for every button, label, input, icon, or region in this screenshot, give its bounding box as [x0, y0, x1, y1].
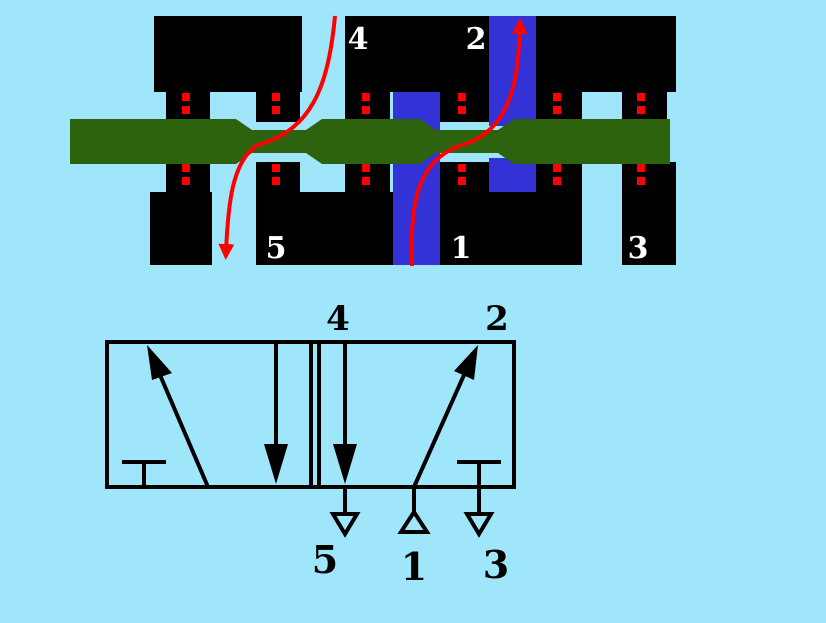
exhaust-5-triangle [329, 512, 361, 538]
section-port-3-label: 3 [628, 231, 649, 266]
seal-mark [637, 93, 645, 101]
seal-mark [458, 106, 466, 114]
seal-mark [553, 164, 561, 172]
flow-arrow-1-to-2 [409, 18, 528, 267]
left-down-arrow-head [264, 444, 288, 484]
seal-mark [362, 106, 370, 114]
seal-mark [458, 93, 466, 101]
seal-mark [182, 177, 190, 185]
seal-mark [553, 93, 561, 101]
left-diagonal-arrow-shaft [158, 374, 210, 488]
seal-mark [458, 164, 466, 172]
seal-mark [458, 177, 466, 185]
seal-mark [637, 164, 645, 172]
valve-symbol [105, 340, 516, 538]
symbol-port-5-label: 5 [312, 537, 338, 582]
seal-mark [637, 106, 645, 114]
symbol-port-2-label: 2 [485, 299, 509, 339]
symbol-port-1-label: 1 [401, 544, 427, 589]
seal-mark [362, 164, 370, 172]
seal-mark [553, 106, 561, 114]
pressure-1-triangle [397, 508, 431, 534]
right-down-arrow-head [333, 444, 357, 484]
seals [182, 93, 645, 185]
valve-cross-section: 4 2 5 1 3 [70, 15, 676, 267]
exhaust-3-triangle [463, 512, 495, 538]
seal-mark [272, 93, 280, 101]
symbol-port-4-label: 4 [326, 299, 350, 339]
section-port-1-label: 1 [451, 231, 472, 266]
right-diagonal-arrow-head [454, 345, 478, 380]
seal-mark [637, 177, 645, 185]
seal-mark [182, 106, 190, 114]
seal-mark [182, 93, 190, 101]
seal-mark [272, 164, 280, 172]
seal-mark [362, 93, 370, 101]
right-diagonal-arrow-shaft [412, 374, 466, 488]
section-port-2-label: 2 [466, 22, 487, 57]
section-port-4-label: 4 [348, 22, 369, 57]
flow-arrow-4-to-5 [218, 15, 337, 260]
seal-mark [362, 177, 370, 185]
seal-mark [272, 106, 280, 114]
spool [70, 119, 670, 164]
symbol-port-3-label: 3 [483, 542, 509, 587]
seal-mark [553, 177, 561, 185]
left-diagonal-arrow-head [147, 345, 172, 380]
symbol-port-labels: 4 2 5 1 3 [312, 299, 509, 589]
seal-mark [272, 177, 280, 185]
section-port-5-label: 5 [266, 231, 287, 266]
seal-mark [182, 164, 190, 172]
